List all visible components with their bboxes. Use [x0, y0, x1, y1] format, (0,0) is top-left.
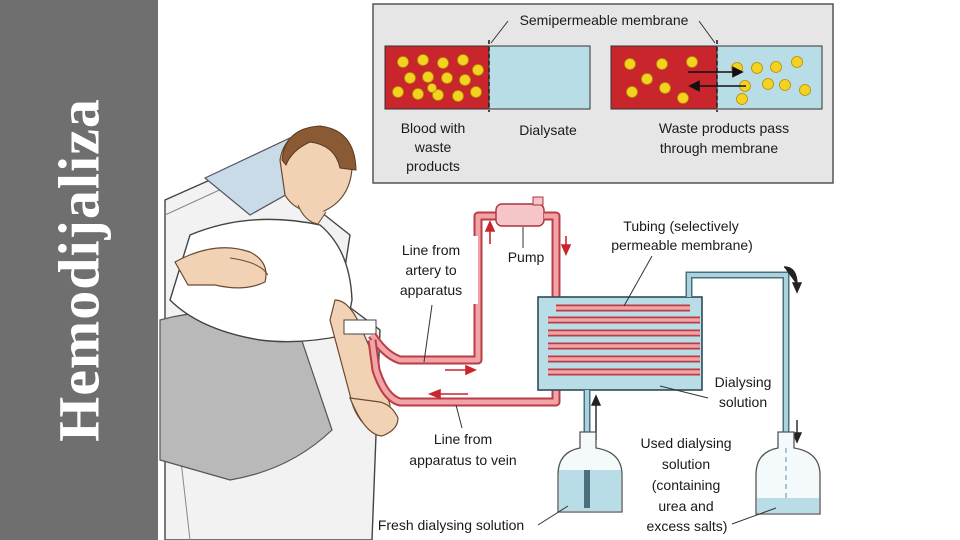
tubing-label-1: Tubing (selectively: [623, 218, 738, 234]
artery-label-1: Line from: [402, 242, 460, 258]
sidebar: Hemodijaliza: [0, 0, 158, 540]
hemodialysis-diagram: Semipermeable membrane Blood with waste …: [158, 0, 960, 540]
vein-label-1: Line from: [434, 431, 492, 447]
blood-label-3: products: [406, 158, 460, 174]
blood-box-right: [611, 46, 717, 109]
waste-label-1: Waste products pass: [659, 120, 789, 136]
dialysate-box-left: [489, 46, 590, 109]
used-label-5: excess salts): [647, 518, 728, 534]
vein-label-2: apparatus to vein: [409, 452, 516, 468]
dialyser: [538, 297, 702, 390]
patient-illustration: [160, 126, 398, 540]
blood-label-2: waste: [414, 139, 452, 155]
tubing-label-2: permeable membrane): [611, 237, 753, 253]
used-label-1: Used dialysing: [640, 435, 731, 451]
used-solution-bottle: [756, 432, 820, 514]
fresh-label: Fresh dialysing solution: [378, 517, 524, 533]
dialysate-label: Dialysate: [519, 122, 577, 138]
waste-label-2: through membrane: [660, 140, 779, 156]
solution-label-2: solution: [719, 394, 767, 410]
fresh-solution-bottle: [558, 432, 622, 512]
vein-line: [372, 340, 556, 402]
pump: [496, 204, 544, 226]
solution-label-1: Dialysing: [715, 374, 772, 390]
used-label-2: solution: [662, 456, 710, 472]
pump-label: Pump: [508, 249, 545, 265]
used-label-4: urea and: [658, 498, 713, 514]
membrane-inset: Semipermeable membrane Blood with waste …: [373, 4, 833, 183]
side-title: Hemodijaliza: [46, 98, 113, 442]
used-label-3: (containing: [652, 477, 721, 493]
blood-label-1: Blood with: [401, 120, 466, 136]
artery-label-3: apparatus: [400, 282, 462, 298]
artery-label-2: artery to: [405, 262, 457, 278]
membrane-label: Semipermeable membrane: [520, 12, 689, 28]
